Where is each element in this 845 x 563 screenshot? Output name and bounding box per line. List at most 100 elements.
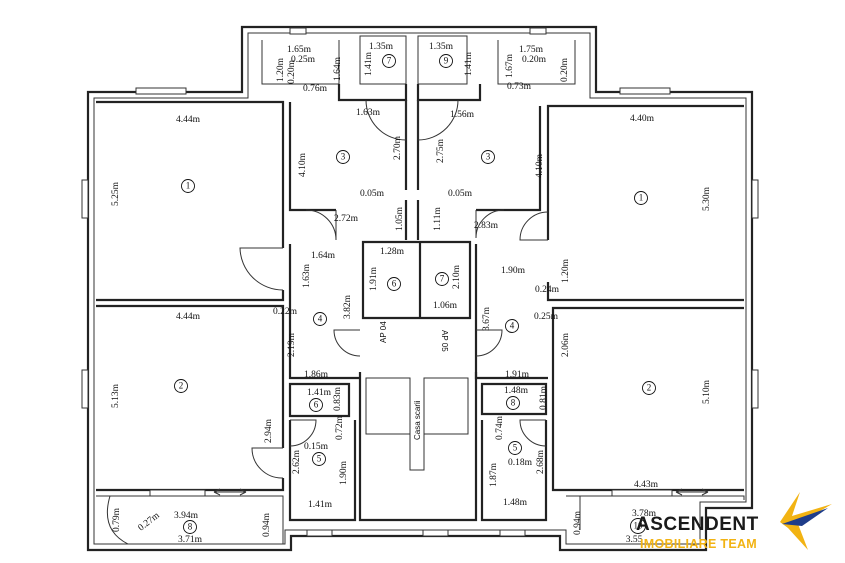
- room-number: 1: [186, 181, 191, 191]
- dimension-label: 1.48m: [504, 386, 529, 396]
- dimension-label: 5.10m: [702, 379, 712, 404]
- room-number: 7: [387, 56, 392, 66]
- dimension-label: 0.76m: [303, 84, 328, 94]
- dimension-label: 0.25m: [534, 312, 559, 322]
- dimension-label: 0.72m: [335, 415, 345, 440]
- dimension-label: 0.20m: [560, 57, 570, 82]
- dimension-label: 0.27m: [137, 510, 163, 533]
- room-number-circle: [634, 191, 648, 205]
- stair-label: Casa scarii: [413, 400, 422, 440]
- dimension-label: 1.90m: [339, 460, 349, 485]
- dimension-label: 1.91m: [369, 266, 379, 291]
- dimension-label: 1.63m: [356, 108, 381, 118]
- dimension-label: 1.20m: [276, 57, 286, 82]
- dimension-label: 2.83m: [474, 221, 499, 231]
- dimension-label: 0.94m: [573, 510, 583, 535]
- dimension-label: 2.94m: [264, 418, 274, 443]
- dimension-label: 1.05m: [395, 206, 405, 231]
- dimension-label: 1.90m: [501, 266, 526, 276]
- room-number: 5: [317, 454, 322, 464]
- dimension-label: 0.73m: [507, 82, 532, 92]
- dimension-label: 5.25m: [111, 181, 121, 206]
- room-number-circle: [439, 54, 453, 68]
- room-number: 9: [444, 56, 449, 66]
- dimension-label: 1.41m: [464, 51, 474, 76]
- dimension-label: 3.78m: [632, 509, 657, 519]
- room-number: 6: [392, 279, 397, 289]
- dimension-label: 1.28m: [380, 247, 405, 257]
- dimension-label: 4.10m: [298, 152, 308, 177]
- room-number-circle: [336, 150, 350, 164]
- ap04-label: AP 04: [379, 321, 388, 343]
- walls: [86, 25, 754, 552]
- dimension-label: 1.41m: [307, 388, 332, 398]
- dimension-label: 4.44m: [176, 115, 201, 125]
- room-number: 4: [318, 314, 323, 324]
- room-number: 8: [511, 398, 516, 408]
- room-number-circle: [435, 272, 449, 286]
- dimension-label: 4.40m: [630, 114, 655, 124]
- dimension-label: 1.35m: [369, 42, 394, 52]
- room-number-circle: [387, 277, 401, 291]
- dimension-label: 1.67m: [505, 53, 515, 78]
- room-number-circle: [382, 54, 396, 68]
- dimension-label: 0.81m: [539, 385, 549, 410]
- room-number: 10: [634, 521, 644, 531]
- room-number-circle: [505, 319, 519, 333]
- dimension-label: 1.41m: [308, 500, 333, 510]
- dimension-label: 3.55: [626, 535, 643, 545]
- room-number: 3: [486, 152, 491, 162]
- room-number: 4: [510, 321, 515, 331]
- room-number-circle: [174, 379, 188, 393]
- dimension-label: 5.30m: [702, 186, 712, 211]
- dimension-label: 1.06m: [433, 301, 458, 311]
- dimension-label: 2.68m: [536, 449, 546, 474]
- dimension-label: 0.83m: [333, 386, 343, 411]
- dimension-label: 1.35m: [429, 42, 454, 52]
- dimension-label: 0.05m: [448, 189, 473, 199]
- dimension-label: 0.74m: [495, 415, 505, 440]
- dimension-label: 4.10m: [535, 153, 545, 178]
- room-number-circle: [183, 520, 197, 534]
- dimension-label: 2.70m: [393, 135, 403, 160]
- room-number: 2: [647, 383, 652, 393]
- dimension-label: 3.67m: [482, 306, 492, 331]
- dimension-label: 2.75m: [436, 138, 446, 163]
- dimension-label: 2.06m: [561, 332, 571, 357]
- dimension-label: 3.71m: [178, 535, 203, 545]
- ascendent-logo: ASCENDENT IMOBILIARE TEAM: [636, 492, 832, 551]
- windows: [81, 27, 759, 537]
- dimension-label: 1.64m: [333, 56, 343, 81]
- room-number-circle: [312, 452, 326, 466]
- dimension-label: 2.10m: [452, 264, 462, 289]
- dimension-label: 1.56m: [450, 110, 475, 120]
- dimension-label: 0.15m: [304, 442, 329, 452]
- dimension-label: 2.19m: [287, 332, 297, 357]
- dimension-label: 3.94m: [174, 511, 199, 521]
- dimension-label: 0.24m: [535, 285, 560, 295]
- dimension-label: 1.41m: [364, 51, 374, 76]
- dimension-label: 0.20m: [522, 55, 547, 65]
- dimension-label: 1.65m: [287, 45, 312, 55]
- logo-name: ASCENDENT: [636, 514, 759, 535]
- dimension-label: 2.72m: [334, 214, 359, 224]
- dimension-label: 1.75m: [519, 45, 544, 55]
- dimension-label: 4.44m: [176, 312, 201, 322]
- room-number: 3: [341, 152, 346, 162]
- ap05-label: AP 05: [440, 330, 449, 352]
- room-number-circle: [481, 150, 495, 164]
- room-number-circle: [309, 398, 323, 412]
- doors: [213, 99, 709, 496]
- dimension-label: 1.87m: [489, 462, 499, 487]
- room-number: 5: [513, 443, 518, 453]
- dimension-label: 1.20m: [561, 258, 571, 283]
- room-number-circle: [313, 312, 327, 326]
- room-number: 6: [314, 400, 319, 410]
- room-number-circle: [506, 396, 520, 410]
- dimension-label: 0.20m: [287, 59, 297, 84]
- room-number-circle: [508, 441, 522, 455]
- dimension-label: 2.62m: [292, 449, 302, 474]
